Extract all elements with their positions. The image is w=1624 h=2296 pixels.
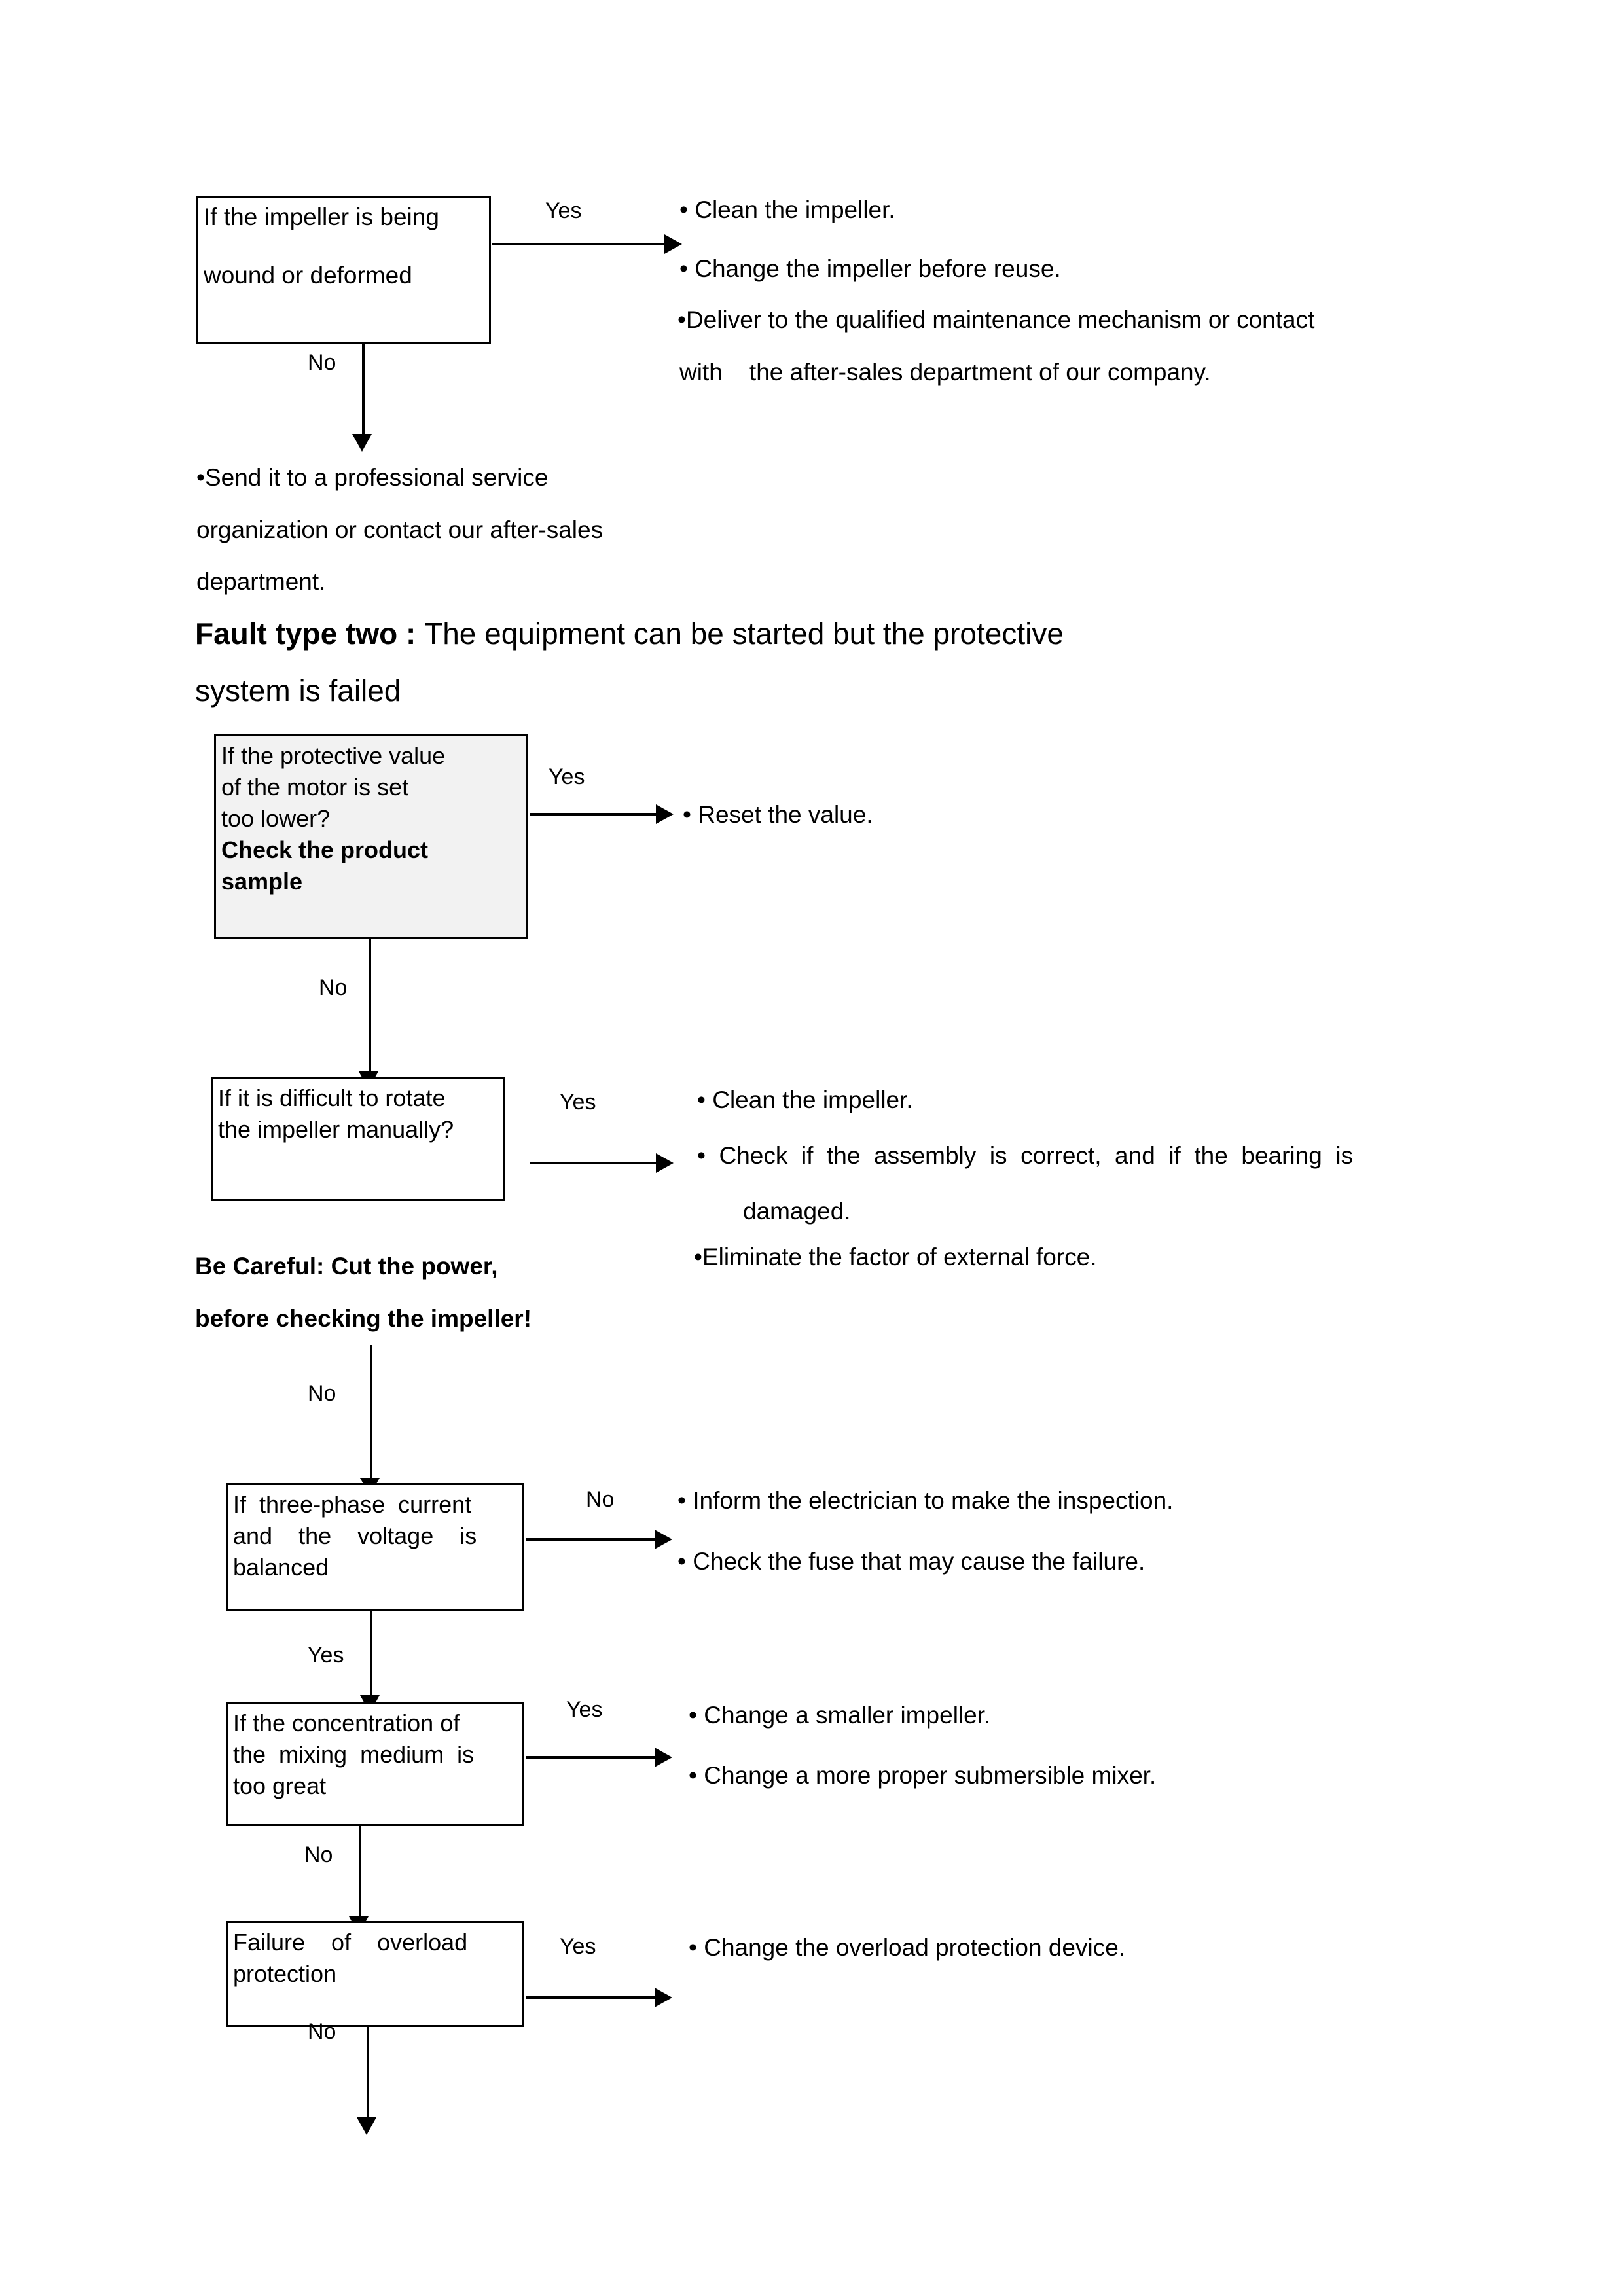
yes-label-protective-value: Yes	[549, 764, 585, 789]
outcome-change-smaller-impeller: • Change a smaller impeller.	[689, 1702, 991, 1729]
box-line-2: protection	[233, 1960, 337, 1987]
no-label-rotate-impeller: No	[308, 1381, 336, 1406]
box-line-3: balanced	[233, 1553, 329, 1581]
box-line-1: If three-phase current	[233, 1491, 472, 1518]
outcome-check-assembly-cont: damaged.	[743, 1198, 851, 1225]
connector-line-yes-1	[492, 243, 666, 245]
connector-line-yes-protective	[530, 813, 658, 816]
warning-cut-power: Be Careful: Cut the power, before checki…	[195, 1240, 532, 1344]
box-line-2: the mixing medium is	[233, 1740, 475, 1768]
decision-box-protective-value: If the protective value of the motor is …	[214, 734, 528, 939]
connector-line-no-three-phase	[526, 1538, 657, 1541]
box-line-2: the impeller manually?	[218, 1115, 454, 1143]
box-line-2: and the voltage is	[233, 1522, 477, 1549]
arrow-head-yes-1	[664, 234, 682, 254]
outcome-professional-service-line-1: •Send it to a professional service	[196, 464, 549, 491]
outcome-deliver-qualified-1b: with the after-sales department of our c…	[679, 359, 1211, 386]
yes-label-rotate-impeller: Yes	[560, 1090, 596, 1115]
box-line-5: sample	[221, 867, 303, 895]
outcome-change-proper-mixer: • Change a more proper submersible mixer…	[689, 1762, 1157, 1789]
no-label-three-phase: No	[586, 1487, 615, 1512]
connector-line-no-1	[362, 344, 365, 439]
no-label-impeller-wound: No	[308, 350, 336, 375]
outcome-professional-service-line-2: organization or contact our after-sales	[196, 516, 604, 543]
box-line-4: Check the product	[221, 836, 429, 863]
outcome-professional-service: •Send it to a professional service organ…	[196, 452, 603, 608]
box-line-2: of the motor is set	[221, 773, 409, 800]
outcome-deliver-qualified-1: •Deliver to the qualified maintenance me…	[677, 306, 1315, 333]
warning-line-1: Be Careful: Cut the power,	[195, 1253, 498, 1280]
arrow-head-no-1	[352, 434, 372, 452]
connector-line-no-protective	[369, 939, 371, 1076]
connector-line-no-overload	[367, 2027, 369, 2122]
yes-label-three-phase: Yes	[308, 1643, 344, 1668]
no-label-protective-value: No	[319, 975, 348, 1000]
connector-line-yes-rotate	[530, 1162, 658, 1164]
decision-box-concentration: If the concentration of the mixing mediu…	[226, 1702, 524, 1826]
box-line-1: If it is difficult to rotate	[218, 1085, 446, 1111]
outcome-check-fuse: • Check the fuse that may cause the fail…	[677, 1548, 1146, 1575]
decision-box-three-phase-current: If three-phase current and the voltage i…	[226, 1483, 524, 1611]
arrow-head-no-overload	[357, 2117, 376, 2135]
box-line-3: too lower?	[221, 804, 331, 832]
box-line-3: too great	[233, 1772, 327, 1799]
outcome-check-assembly: • Check if the assembly is correct, and …	[697, 1142, 1354, 1169]
connector-line-yes-three-phase	[370, 1611, 372, 1700]
outcome-clean-impeller-2: • Clean the impeller.	[697, 1086, 913, 1113]
no-label-overload: No	[308, 2019, 336, 2044]
box-line-1: If the impeller is being	[204, 204, 439, 230]
decision-box-overload-protection: Failure of overload protection	[226, 1921, 524, 2027]
page-heading-fault-type-two: Fault type two : The equipment can be st…	[195, 605, 1439, 720]
heading-bold-part: Fault type two :	[195, 617, 425, 651]
connector-line-no-rotate	[370, 1345, 372, 1482]
outcome-change-impeller-1: • Change the impeller before reuse.	[679, 255, 1061, 282]
connector-line-no-concentration	[359, 1826, 361, 1921]
box-line-1: If the protective value	[221, 742, 446, 769]
box-line-1: Failure of overload	[233, 1929, 468, 1956]
box-line-2: wound or deformed	[204, 262, 412, 289]
connector-line-yes-overload	[526, 1996, 657, 1999]
decision-box-impeller-wound: If the impeller is being wound or deform…	[196, 196, 491, 344]
warning-line-2: before checking the impeller!	[195, 1304, 532, 1332]
outcome-change-overload-device: • Change the overload protection device.	[689, 1934, 1126, 1961]
arrow-head-no-three-phase	[655, 1530, 672, 1549]
yes-label-concentration: Yes	[566, 1697, 603, 1722]
heading-rest-part: The equipment can be started but the pro…	[424, 617, 1064, 651]
arrow-head-yes-rotate	[656, 1153, 674, 1173]
outcome-inform-electrician: • Inform the electrician to make the ins…	[677, 1487, 1174, 1514]
yes-label-impeller-wound: Yes	[545, 198, 582, 223]
decision-box-rotate-impeller: If it is difficult to rotate the impelle…	[211, 1077, 505, 1201]
no-label-concentration: No	[304, 1842, 333, 1867]
yes-label-overload: Yes	[560, 1934, 596, 1959]
arrow-head-yes-overload	[655, 1988, 672, 2007]
arrow-head-yes-concentration	[655, 1748, 672, 1767]
outcome-reset-value: • Reset the value.	[683, 801, 873, 828]
connector-line-yes-concentration	[526, 1756, 657, 1759]
outcome-professional-service-line-3: department.	[196, 568, 326, 596]
box-line-1: If the concentration of	[233, 1710, 460, 1736]
outcome-eliminate-external-force: •Eliminate the factor of external force.	[694, 1244, 1097, 1270]
outcome-clean-impeller-1: • Clean the impeller.	[679, 196, 895, 223]
arrow-head-yes-protective	[656, 804, 674, 824]
heading-line-2: system is failed	[195, 673, 401, 708]
